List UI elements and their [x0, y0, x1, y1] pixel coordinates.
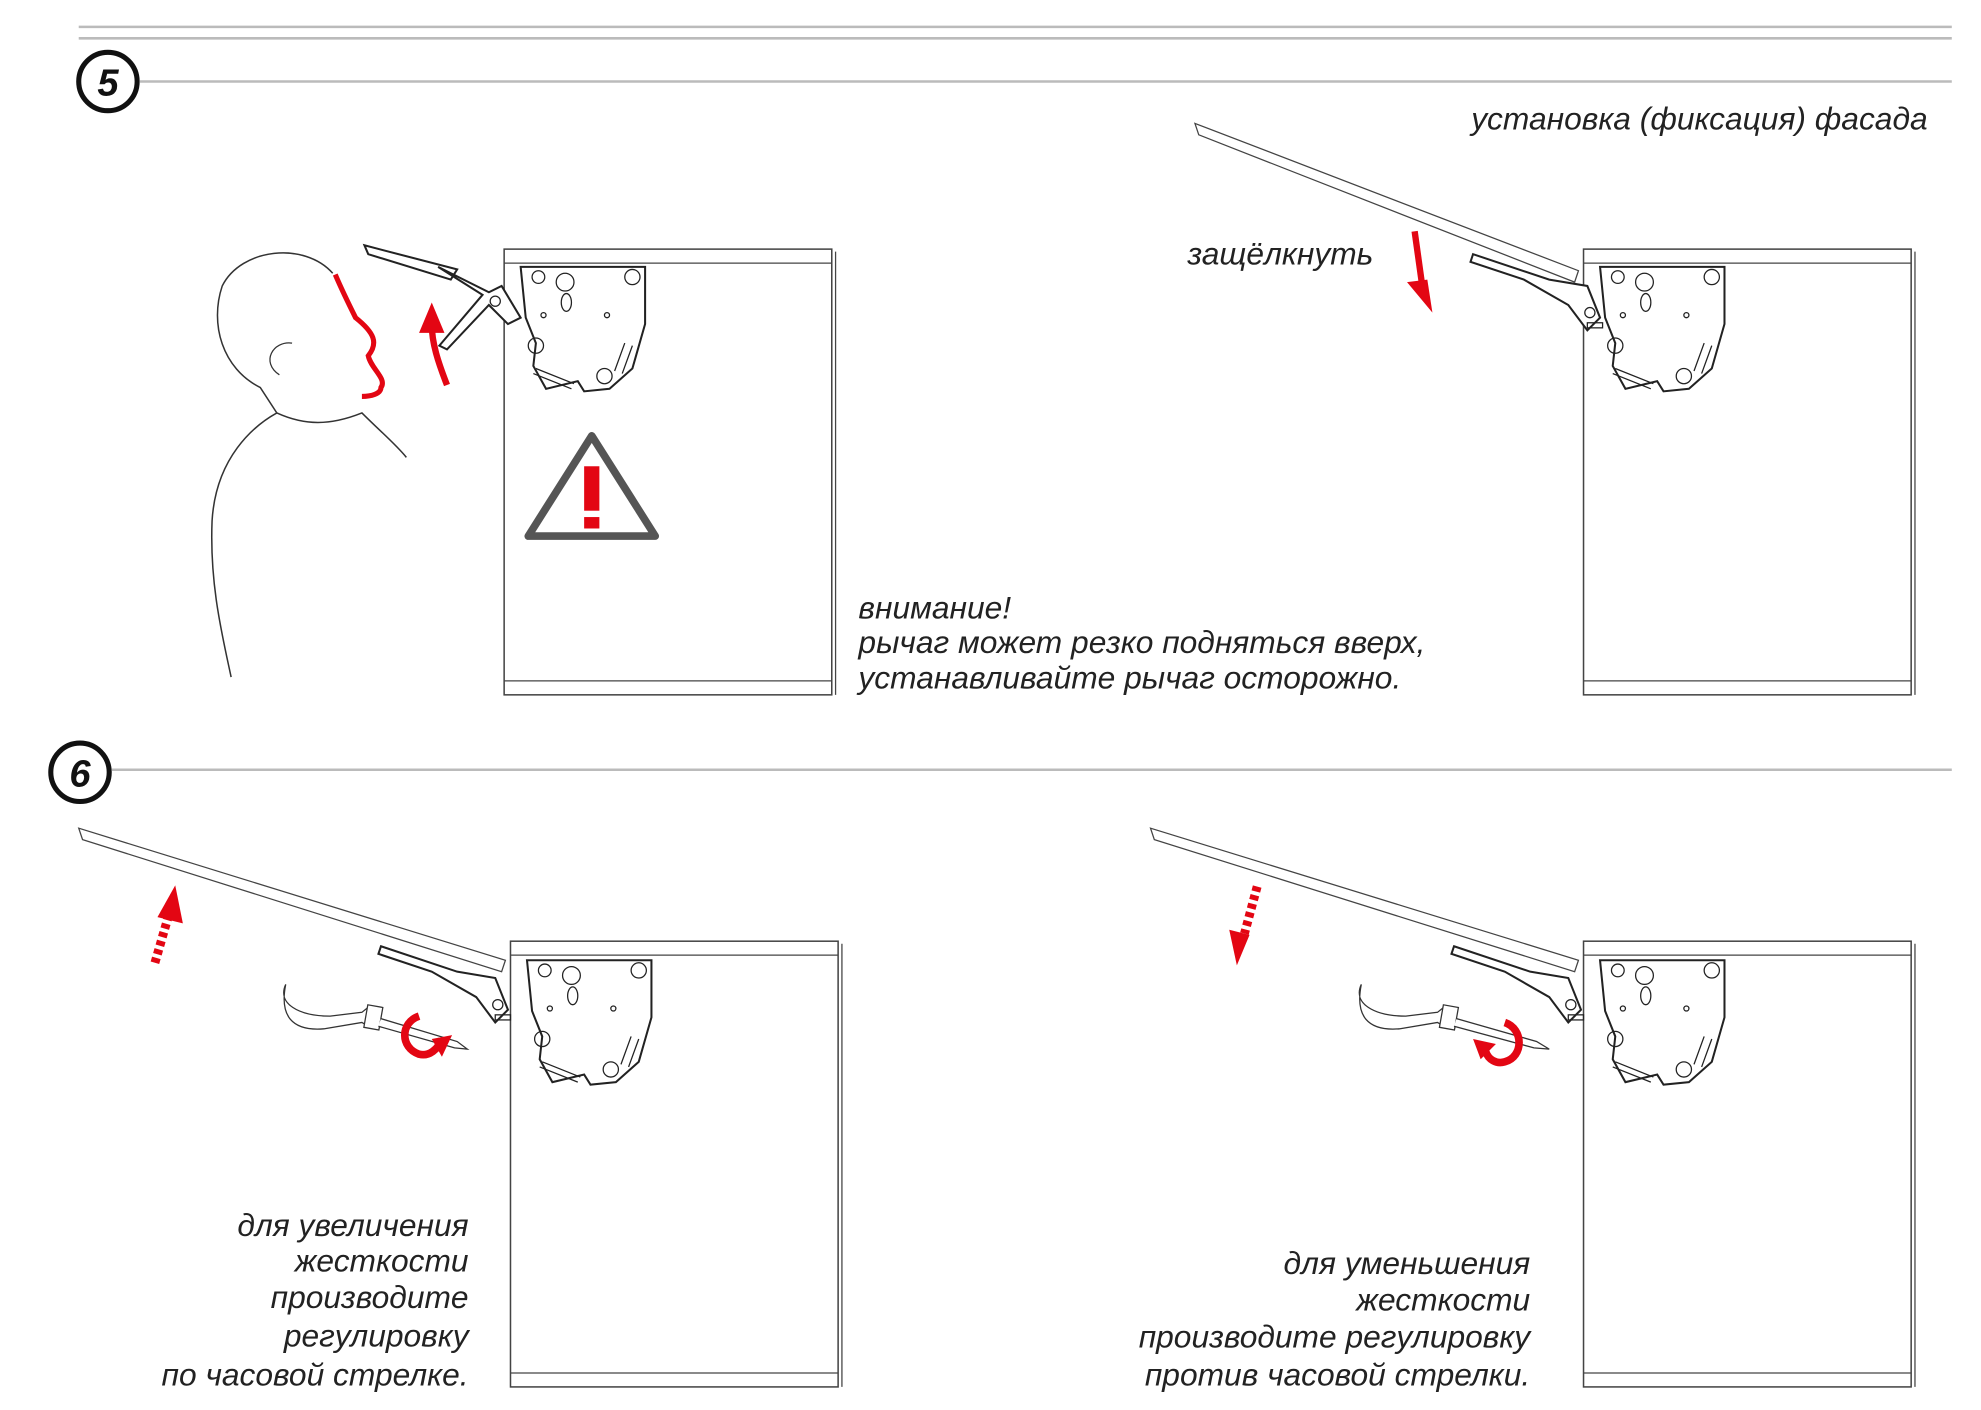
- increase-text: для увеличения: [237, 1207, 468, 1243]
- cabinet-increase: [509, 940, 843, 1388]
- snap-label: защёлкнуть: [1186, 235, 1373, 271]
- decrease-text: производите регулировку: [1139, 1319, 1533, 1355]
- lift-mechanism-icon: [525, 959, 653, 1086]
- warning-line-2: устанавливайте рычаг осторожно.: [856, 659, 1401, 695]
- step-5-badge: [76, 49, 140, 114]
- arrow-down-icon: [1407, 230, 1433, 313]
- step-5-number: 5: [97, 62, 119, 104]
- screwdriver-icon: [1358, 984, 1550, 1050]
- lift-mechanism-icon: [519, 265, 647, 393]
- front-panel: [1149, 827, 1580, 973]
- arrow-up-icon: [419, 302, 450, 387]
- increase-text: производите: [271, 1279, 469, 1315]
- arrow-up-dashed-icon: [150, 885, 183, 965]
- warning-icon: [524, 431, 660, 540]
- person-icon: [210, 252, 407, 678]
- front-panel: [77, 827, 507, 973]
- warning-title: внимание!: [858, 590, 1011, 626]
- increase-text: по часовой стрелке.: [162, 1357, 469, 1393]
- rotate-clockwise-icon: [401, 1012, 453, 1059]
- decrease-text: для уменьшения: [1284, 1245, 1531, 1281]
- front-panel: [1193, 122, 1580, 283]
- step-6-number: 6: [69, 753, 91, 795]
- lever-arm-icon: [362, 243, 523, 351]
- decrease-text: против часовой стрелки.: [1145, 1357, 1530, 1393]
- arrow-down-dashed-icon: [1229, 885, 1262, 966]
- increase-text: жесткости: [293, 1242, 469, 1278]
- lift-mechanism-icon: [1599, 265, 1726, 393]
- increase-text: регулировку: [283, 1317, 471, 1353]
- step-6-badge: [48, 740, 112, 805]
- decrease-text: жесткости: [1354, 1282, 1530, 1318]
- lift-mechanism-icon: [1599, 959, 1726, 1086]
- warning-line-1: рычаг может резко подняться вверх,: [857, 624, 1425, 660]
- caption-install-front: установка (фиксация) фасада: [1469, 101, 1927, 137]
